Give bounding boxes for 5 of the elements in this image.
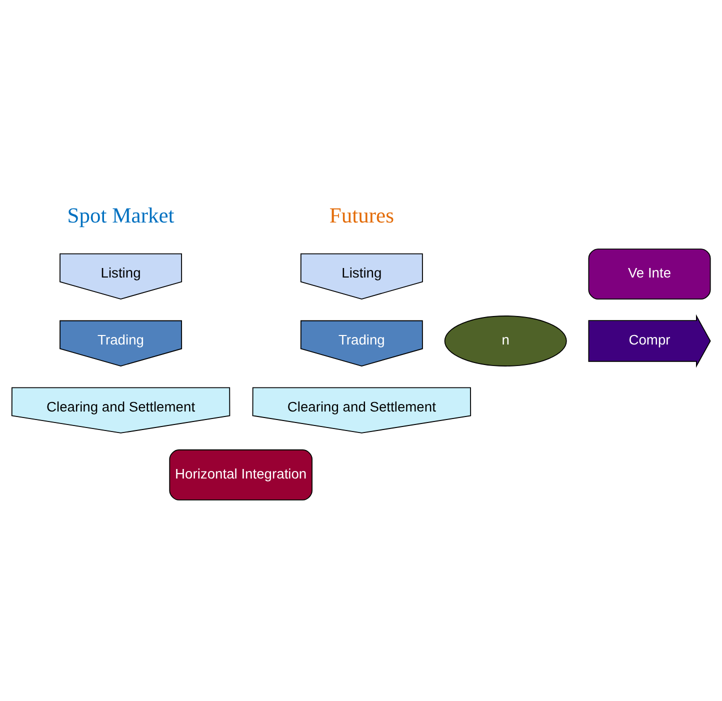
label: Futures bbox=[329, 202, 394, 227]
node-ellipse: n bbox=[444, 315, 567, 366]
label: Spot Market bbox=[67, 202, 174, 227]
node-box: Horizontal Integration bbox=[169, 448, 312, 500]
node-box: Ve Inte bbox=[588, 248, 711, 300]
